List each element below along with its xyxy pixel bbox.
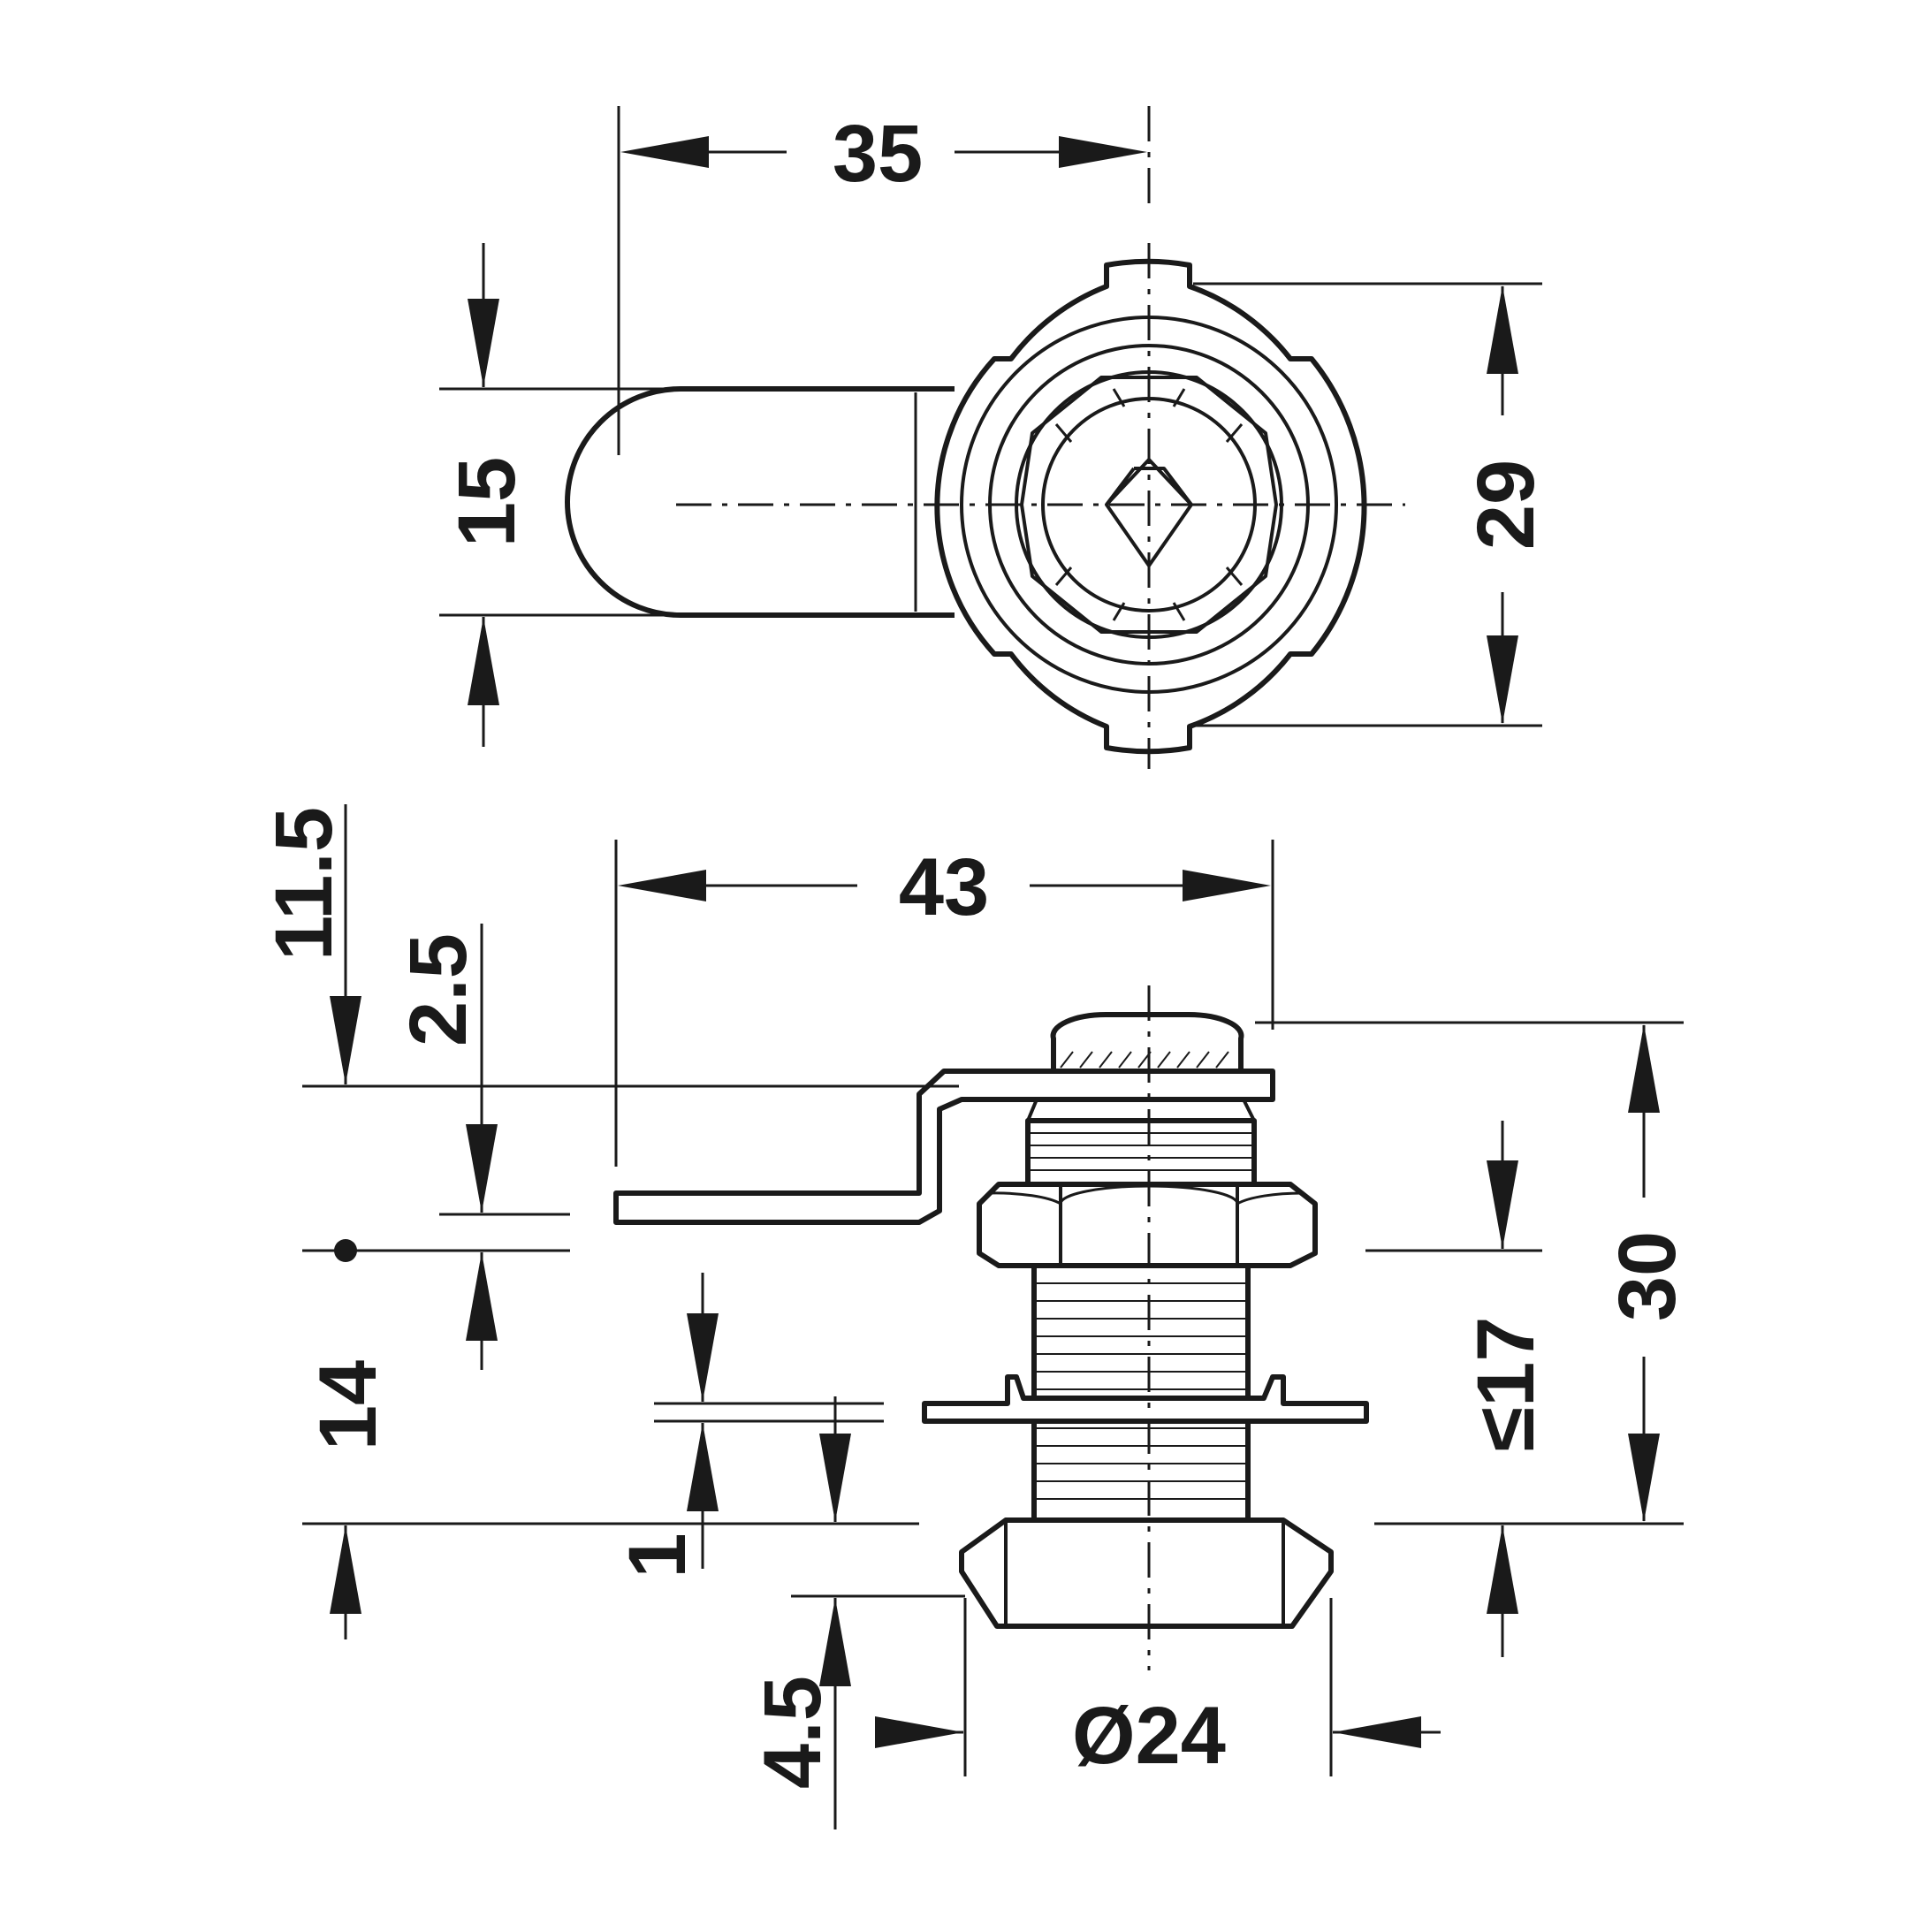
side-hex-nut <box>977 1182 1318 1268</box>
dim-43-label: 43 <box>899 842 989 932</box>
side-reference-dot <box>334 1239 357 1262</box>
dim-1-label: 1 <box>612 1533 703 1578</box>
dim-14-label: 14 <box>303 1360 393 1450</box>
dim-4-5-label: 4.5 <box>748 1676 838 1789</box>
dim-35-label: 35 <box>833 109 923 199</box>
top-outer-flange <box>934 258 1367 755</box>
side-view: 43 30 ≤17 11.5 2.5 14 <box>259 804 1692 1829</box>
dim-11-5-label: 11.5 <box>259 807 349 961</box>
dim-diameter-24-label: Ø24 <box>1072 1691 1226 1781</box>
side-spacer <box>1026 1098 1256 1122</box>
side-dome-nut <box>1050 1011 1244 1074</box>
side-spring-washer <box>922 1374 1369 1424</box>
dim-2-5-label: 2.5 <box>393 933 483 1046</box>
side-upper-thread-lines <box>1030 1132 1252 1171</box>
dim-le17-label: ≤17 <box>1461 1317 1551 1452</box>
side-dome-hatch <box>1060 1051 1229 1069</box>
dim-30-label: 30 <box>1602 1231 1692 1321</box>
side-threaded-barrel <box>1031 1263 1251 1523</box>
top-plug-octagon <box>1020 376 1278 634</box>
side-cam-lever <box>613 1069 1275 1225</box>
dim-15-label: 15 <box>442 457 532 547</box>
side-barrel-thread-lines <box>1036 1282 1246 1500</box>
side-head-flange <box>959 1517 1334 1629</box>
top-cam-lever <box>565 386 955 618</box>
top-view: 35 15 29 <box>439 106 1551 769</box>
dim-29-label: 29 <box>1461 460 1551 550</box>
top-plug-ribs <box>1054 388 1244 621</box>
side-upper-thread <box>1025 1118 1257 1187</box>
